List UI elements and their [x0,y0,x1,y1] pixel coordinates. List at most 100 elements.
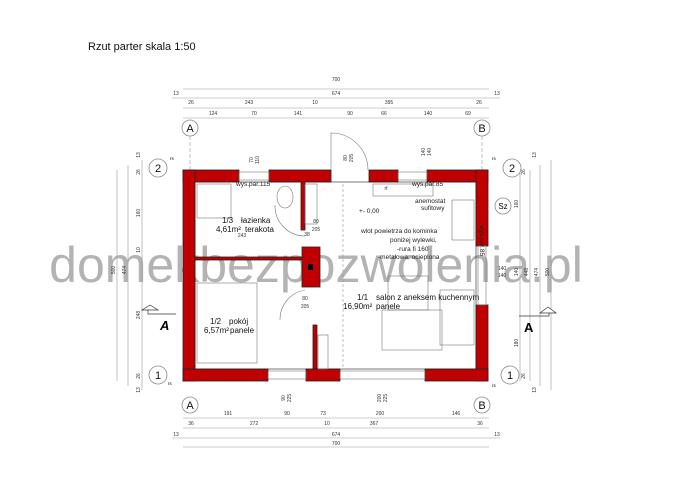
window-label: 225 [287,394,293,403]
room-number: 1/3 [222,216,234,225]
rs-label: rs [170,156,174,161]
left-dimensions: 13 26 160 10 248 26 13 474 500 [111,152,143,393]
dim-label: 36 [188,421,194,427]
dim-label: 73 [320,411,326,417]
opening-labels: 70 110 80 205 140 140 140 140 80 205 80 … [249,148,506,403]
dim-label: 674 [332,432,341,438]
section-label-right: A [524,320,534,335]
room-area: 4,61m² [216,225,241,234]
bottom-dimensions: 191 90 73 200 146 36 272 10 367 36 13 67… [172,411,500,448]
dim-label: 38 [304,232,310,238]
axis-label-a-top: A [186,123,194,135]
dim-label: 26 [521,169,527,175]
section-label-left: A [159,318,169,333]
dim-label: 200 [376,411,385,417]
dim-label: 191 [224,411,233,417]
plan-title: Rzut parter skala 1:50 [88,41,196,53]
anemostat-note: anemostat [415,198,446,205]
sill-height-note: wys.par.115 [235,181,271,188]
dim-label: 248 [136,311,142,320]
room-number: 1/2 [210,317,222,326]
window-label: 90 [281,395,287,401]
room-floor: panele [230,326,255,335]
rs-label: rs [492,383,496,388]
dim-label: 26 [521,373,527,379]
dim-label: 10 [136,247,142,253]
room-floor: terakota [245,225,274,234]
top-dimensions: 700 13 674 13 26 243 10 395 26 124 70 14… [172,77,500,119]
room-name: pokój [229,317,248,326]
dim-label: 272 [250,421,259,427]
chimney-note: poniżej wylewki, [390,237,437,244]
dim-label: 160 [136,209,142,218]
window-label: 110 [255,156,261,164]
dim-label: 146 [452,411,461,417]
chimney-note: wlot powietrza do kominka [360,228,438,235]
fridge-label: rf [384,186,388,192]
door-label: 200 [377,394,383,403]
right-dimensions: 13 26 160 140 180 26 13 448 474 500 [514,152,552,393]
dim-label: 140 [514,268,520,277]
sill-height-note: wys.par.85 [478,224,485,256]
dim-label: 26 [136,169,142,175]
dim-label: 90 [284,411,290,417]
axis-label-1-right: 1 [507,370,513,382]
walls [182,169,489,382]
dim-label: 474 [122,266,128,275]
axis-label-sz: Sz [498,202,507,211]
rs-label: rs [492,156,496,161]
dim-label: 140 [424,111,433,117]
annotations: wys.par.115 wys.par.85 anemostat sufitow… [235,181,485,261]
room-number: 1/1 [357,293,369,302]
dim-label: 700 [332,77,341,83]
dim-label: 90 [347,111,353,117]
dim-label: 243 [238,233,247,239]
dim-label: 674 [332,91,341,97]
room-labels: 1/3 łazienka 4,61m² terakota 1/2 pokój 6… [204,216,480,335]
dim-label: 26 [188,100,194,106]
sill-height-note: wys.par.85 [411,181,443,188]
dim-label: 13 [136,387,142,393]
dim-label: 69 [465,111,471,117]
door-label: 80 [313,219,319,225]
dim-label: 180 [514,339,520,348]
dim-label: 367 [370,421,379,427]
dim-label: 243 [245,100,254,106]
dim-label: 66 [381,111,387,117]
dim-label: 13 [532,152,538,158]
window-label: 140 [421,148,427,157]
dim-label: 13 [173,432,179,438]
chimney-note: -rura fi 160 [397,246,429,253]
axis-label-2-right: 2 [509,163,515,175]
door-label: 80 [343,155,349,161]
dim-label: 13 [494,91,500,97]
axis-label-2-left: 2 [155,163,161,175]
dim-label: 395 [385,100,394,106]
dim-label: 160 [514,200,520,209]
axis-label-b-top: B [478,123,485,135]
door-label: 205 [301,304,310,310]
dim-label: 13 [136,152,142,158]
dim-label: 13 [494,432,500,438]
window-label: 140 [498,273,507,279]
fixtures [196,132,487,380]
window-label: 140 [498,266,507,272]
level-mark: +- 0,00 [359,208,380,215]
dim-label: 124 [209,111,218,117]
window-label: 70 [249,157,255,163]
dim-label: 13 [173,91,179,97]
axis-label-b-bottom: B [478,400,485,412]
dim-label: 700 [332,441,341,447]
anemostat-note: sufitowy [421,205,445,212]
dim-label: 10 [312,100,318,106]
dim-label: 70 [251,111,257,117]
dim-label: 500 [545,268,551,277]
door-label: 205 [312,227,321,233]
dim-label: 26 [136,373,142,379]
dim-label: 448 [524,268,530,277]
axis-label-a-bottom: A [186,400,194,412]
room-name: łazienka [241,216,271,225]
dim-label: 26 [476,100,482,106]
